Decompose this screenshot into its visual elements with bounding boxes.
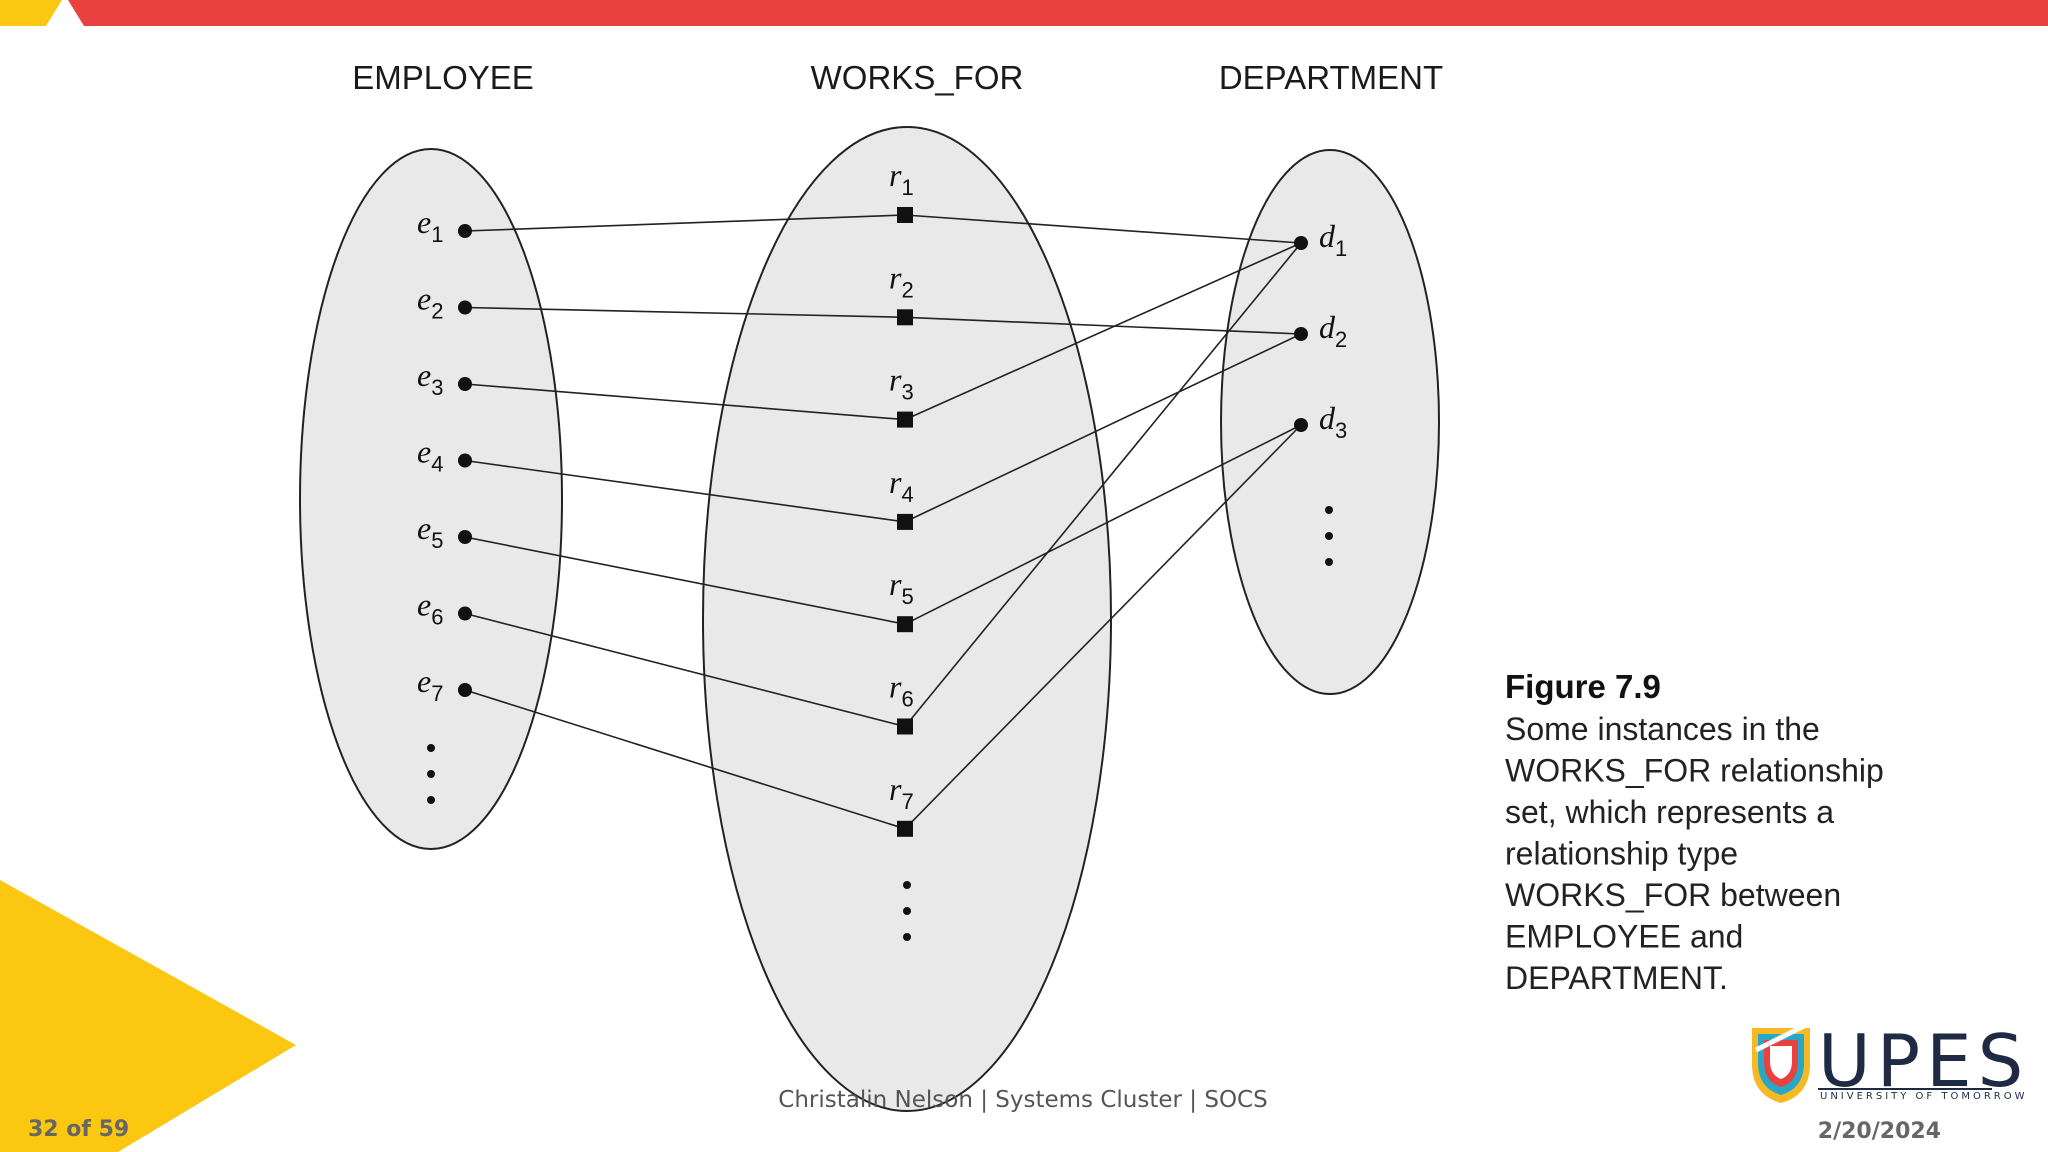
caption-line: set, which represents a — [1505, 794, 1834, 830]
upes-tagline: UNIVERSITY OF TOMORROW — [1820, 1091, 2027, 1102]
caption-line: Some instances in the — [1505, 711, 1820, 747]
ellipsis-dot — [903, 933, 911, 941]
relationship-node — [897, 820, 913, 837]
relationship-node — [897, 616, 913, 633]
link-employee-to-relationship — [464, 306, 906, 319]
upes-shield-icon — [1752, 1019, 1814, 1103]
ellipsis-dot — [1325, 532, 1333, 540]
link-employee-to-relationship — [464, 459, 906, 523]
relationship-node-label: r6 — [889, 669, 914, 712]
ellipsis-dot — [1325, 558, 1333, 566]
relationship-links — [464, 214, 1302, 830]
link-relationship-to-department — [904, 333, 1302, 523]
relationship-node — [897, 411, 913, 428]
slide-date: 2/20/2024 — [1818, 1119, 1941, 1144]
ellipsis-dot — [1325, 506, 1333, 514]
link-relationship-to-department — [904, 316, 1302, 335]
link-employee-to-relationship — [464, 536, 906, 625]
employee-node-label: e7 — [417, 663, 443, 706]
employee-node — [458, 377, 472, 391]
employee-node — [458, 683, 472, 697]
department-node-label: d1 — [1319, 218, 1347, 261]
department-node — [1294, 418, 1308, 432]
relationship-node-label: r3 — [889, 362, 914, 405]
department-set-ellipse — [1220, 149, 1440, 695]
department-node — [1294, 327, 1308, 341]
link-relationship-to-department — [904, 424, 1302, 830]
link-employee-to-relationship — [464, 689, 906, 830]
figure-caption-title: Figure 7.9 — [1505, 668, 1661, 705]
ellipsis-dot — [427, 796, 435, 804]
department-node-label: d3 — [1319, 400, 1347, 443]
link-relationship-to-department — [904, 214, 1302, 244]
caption-line: WORKS_FOR between — [1505, 877, 1841, 913]
relationship-node — [897, 718, 913, 735]
employee-node-label: e6 — [417, 587, 443, 630]
employee-node — [458, 224, 472, 238]
employee-node-label: e2 — [417, 281, 443, 324]
continuation-dots — [427, 506, 1333, 941]
employee-node-label: e5 — [417, 510, 443, 553]
employee-node — [458, 300, 472, 315]
relationship-node-label: r1 — [889, 157, 914, 200]
ellipsis-dot — [903, 907, 911, 915]
caption-line: relationship type — [1505, 836, 1738, 872]
top-red-bar — [68, 0, 2048, 26]
link-employee-to-relationship — [464, 214, 906, 232]
bottom-yellow-triangle — [0, 880, 296, 1152]
caption-line: WORKS_FOR relationship — [1505, 753, 1884, 789]
set-nodes: e1 e2 e3 e4 e5 e6 e7 r1 r2 r3 r4 r5 r6 r7 d1 d2 d3 — [417, 157, 1347, 837]
relationship-node-label: r4 — [889, 464, 914, 507]
relationship-node — [897, 309, 913, 326]
department-set-title: DEPARTMENT — [1219, 59, 1443, 96]
ellipsis-dot — [427, 744, 435, 752]
ellipsis-dot — [903, 881, 911, 889]
employee-set-ellipse — [299, 148, 563, 850]
employee-node — [458, 606, 472, 621]
link-relationship-to-department — [904, 242, 1302, 728]
employee-set-title: EMPLOYEE — [352, 59, 534, 96]
department-node-label: d2 — [1319, 309, 1347, 352]
employee-node-label: e3 — [417, 357, 443, 400]
top-yellow-accent — [0, 0, 62, 26]
caption-line: EMPLOYEE and — [1505, 919, 1743, 955]
department-node — [1294, 236, 1308, 250]
ellipsis-dot — [427, 770, 435, 778]
relationship-node — [897, 207, 913, 223]
employee-node-label: e4 — [417, 434, 443, 477]
link-relationship-to-department — [904, 424, 1302, 625]
works-for-set-title: WORKS_FOR — [811, 59, 1024, 96]
link-employee-to-relationship — [464, 612, 906, 728]
upes-logo: UPES UNIVERSITY OF TOMORROW — [1752, 1019, 2027, 1103]
link-employee-to-relationship — [464, 383, 906, 421]
footer-author: Christalin Nelson | Systems Cluster | SO… — [778, 1087, 1267, 1113]
employee-node — [458, 453, 472, 468]
relationship-node — [897, 513, 913, 530]
relationship-node-label: r7 — [889, 771, 914, 814]
employee-node — [458, 530, 472, 544]
link-relationship-to-department — [904, 242, 1302, 421]
slide-page-number: 32 of 59 — [28, 1117, 129, 1142]
caption-line: DEPARTMENT. — [1505, 960, 1728, 996]
relationship-node-label: r5 — [889, 566, 914, 609]
employee-node-label: e1 — [417, 204, 443, 247]
relationship-node-label: r2 — [889, 259, 914, 302]
